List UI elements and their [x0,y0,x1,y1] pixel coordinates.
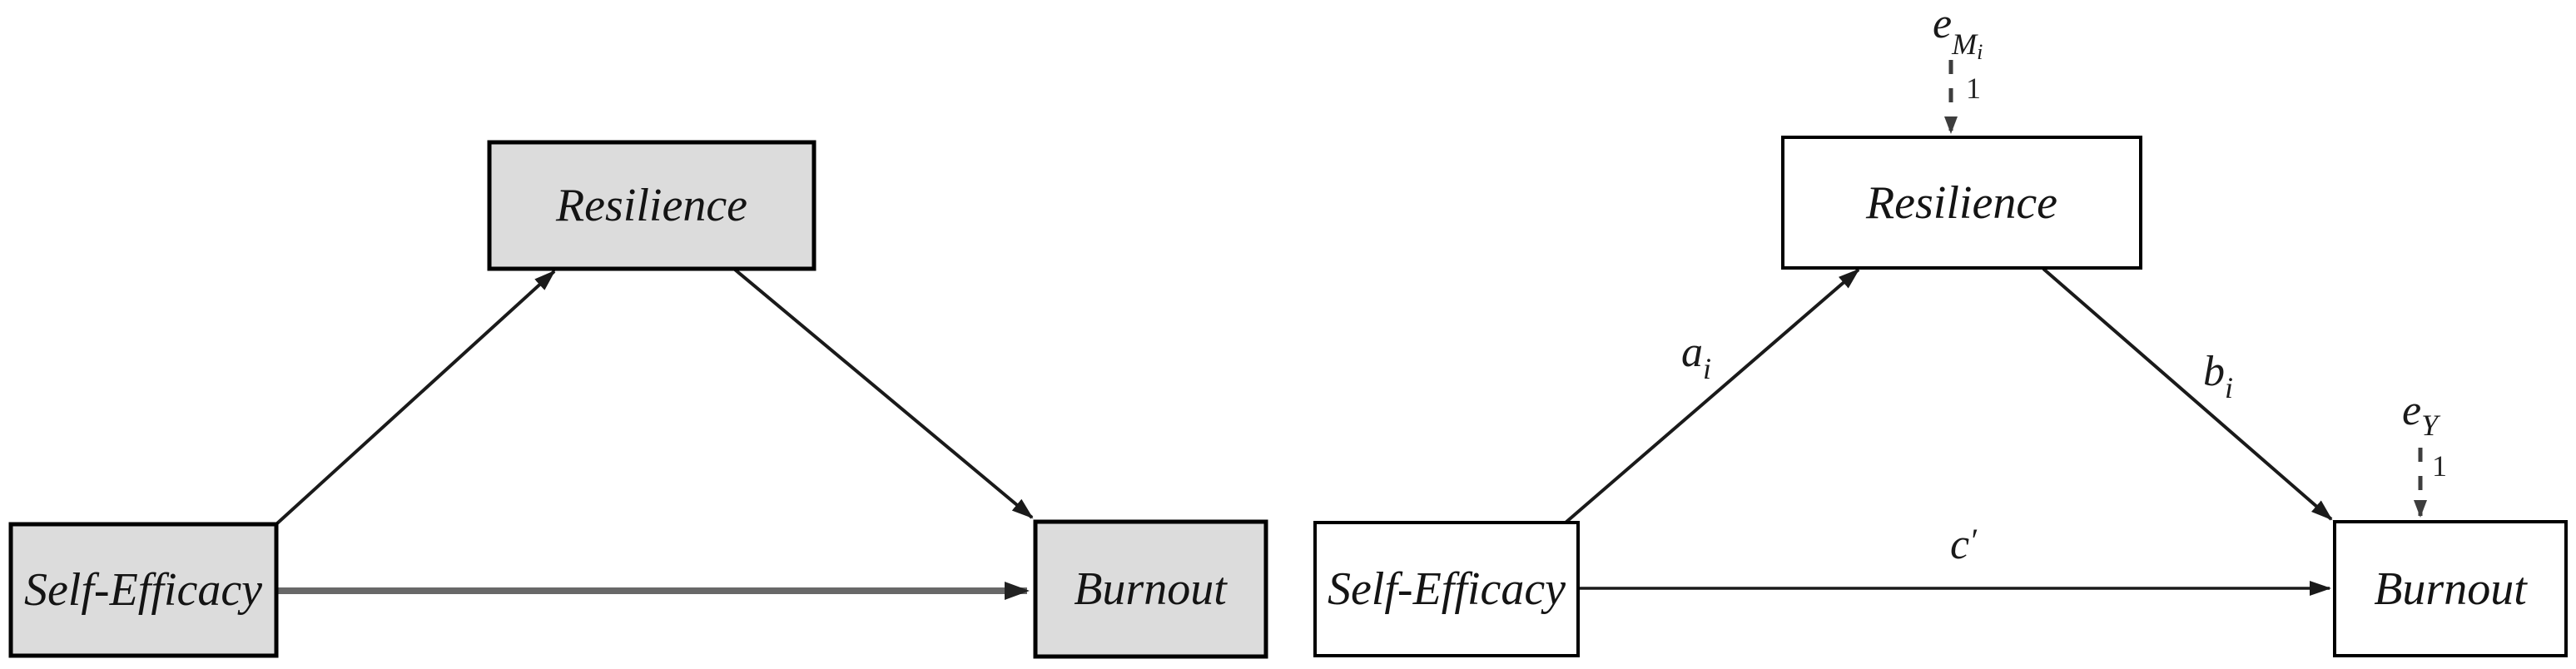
statistical-mediator-box [1781,136,2142,270]
statistical-model-panel: Resilience Self-Efficacy Burnout ai bi c… [1313,0,2568,657]
path-a-base: a [1681,329,1703,376]
conceptual-mediator-label: Resilience [555,180,747,231]
outcome-error-base: e [2402,387,2421,434]
mediator-error-subsubscript: i [1977,40,1983,64]
conceptual-predictor-box [8,522,279,658]
mediator-error-base: e [1933,0,1952,47]
conceptual-outcome-box [1033,519,1268,659]
statistical-mediator-label: Resilience [1865,177,2057,229]
conceptual-mediator-box [487,140,816,271]
conceptual-model-panel: Resilience Self-Efficacy Burnout [8,140,1268,659]
path-a-subscript: i [1703,352,1711,385]
conceptual-indirect-path-b-arrow [733,268,1034,519]
conceptual-predictor-label: Self-Efficacy [24,564,262,616]
path-b-subscript: i [2225,371,2233,404]
outcome-error-label: eY [2402,387,2441,442]
outcome-error-loading-label: 1 [2432,449,2447,483]
statistical-outcome-label: Burnout [2374,563,2528,615]
conceptual-outcome-label: Burnout [1074,563,1228,615]
outcome-error-subscript: Y [2421,409,2441,442]
statistical-path-a-arrow [1564,268,1860,524]
statistical-outcome-box [2333,520,2568,657]
path-a-label: ai [1681,329,1711,385]
path-c-prime-mark: ′ [1969,522,1978,559]
path-b-base: b [2203,348,2225,395]
mediator-error-loading-label: 1 [1966,72,1981,105]
statistical-predictor-box [1313,521,1580,657]
mediator-error-label: eMi [1933,0,1983,64]
path-b-label: bi [2203,348,2233,404]
conceptual-indirect-path-a-arrow [275,270,556,525]
path-c-base: c [1950,521,1969,568]
mediator-error-subscript: M [1951,27,1978,61]
statistical-path-b-arrow [2042,267,2333,521]
statistical-predictor-label: Self-Efficacy [1328,563,1566,615]
path-c-prime-label: c′ [1950,521,1978,568]
